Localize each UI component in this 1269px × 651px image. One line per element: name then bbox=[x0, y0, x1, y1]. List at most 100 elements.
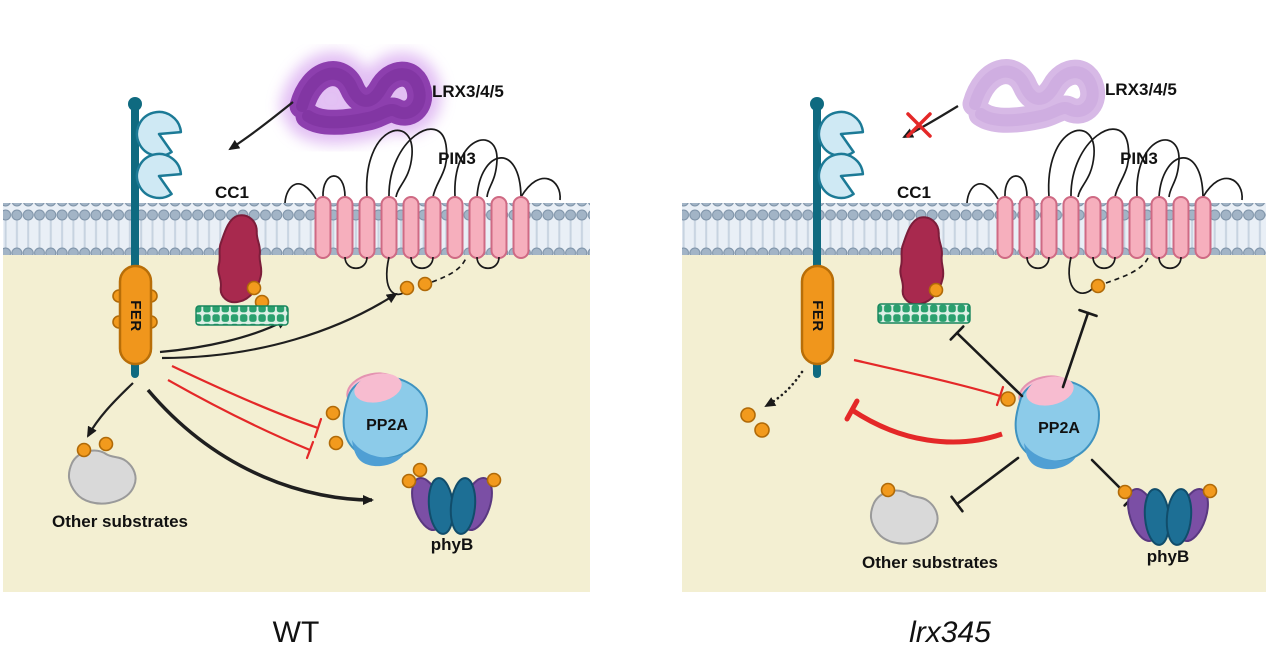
lrx-label: LRX3/4/5 bbox=[432, 82, 504, 101]
substrates-label: Other substrates bbox=[52, 512, 188, 531]
fer-tip bbox=[128, 97, 142, 111]
lrx-to-fer-arrow bbox=[228, 101, 294, 151]
lrx-label: LRX3/4/5 bbox=[1105, 80, 1177, 99]
pin3-helix bbox=[1128, 196, 1146, 259]
fer-ectodomain-2 bbox=[817, 152, 865, 200]
pin3-helix bbox=[468, 196, 486, 259]
pin3-helix bbox=[358, 196, 376, 259]
cc1-label: CC1 bbox=[215, 183, 249, 202]
pin3-helix bbox=[996, 196, 1014, 259]
fer-label: FER bbox=[809, 300, 826, 332]
pp2a-dephosphorylation-tbars bbox=[949, 308, 1139, 513]
cc1-label: CC1 bbox=[897, 183, 931, 202]
pin3-helix bbox=[446, 196, 464, 259]
phosphate-icon bbox=[399, 280, 415, 296]
fer-label: FER bbox=[127, 300, 144, 332]
pp2a-pink-top bbox=[1026, 376, 1074, 406]
substrates-label: Other substrates bbox=[862, 553, 998, 572]
lrx345-protein: LRX3/4/5 bbox=[280, 51, 504, 145]
phyb-dimer: phyB bbox=[401, 462, 502, 554]
fer-kinase-domain bbox=[800, 264, 835, 366]
pp2a-label: PP2A bbox=[366, 417, 408, 434]
cc1-protein: CC1 bbox=[897, 183, 945, 306]
cytoplasm-background bbox=[3, 228, 590, 592]
pin3-helix bbox=[1172, 196, 1190, 259]
pin3-helix bbox=[1106, 196, 1124, 259]
phosphate-icon bbox=[740, 407, 756, 423]
pin3-helix bbox=[424, 196, 442, 259]
pp2a-dark-lobe bbox=[352, 440, 404, 467]
fer-ectodomain-2 bbox=[135, 152, 183, 200]
pin3-helix bbox=[1084, 196, 1102, 259]
pp2a-label: PP2A bbox=[1038, 420, 1080, 437]
microtubule bbox=[877, 303, 971, 324]
substrate-body bbox=[869, 489, 939, 545]
fer-receptor: FER bbox=[800, 97, 865, 378]
pin3-label: PIN3 bbox=[1120, 149, 1158, 168]
phosphate-icon bbox=[880, 482, 896, 498]
phosphate-icon bbox=[417, 276, 433, 292]
fer-pp2a-inhibition bbox=[844, 358, 1005, 445]
phosphate-icon bbox=[246, 280, 262, 296]
pin3-helix bbox=[1150, 196, 1168, 259]
fer-receptor: FER bbox=[112, 97, 183, 378]
panel-lrx345: LRX3/4/5 FER CC1 bbox=[682, 59, 1266, 649]
phosphate-icon bbox=[328, 435, 344, 451]
phosphate-icon bbox=[1000, 391, 1016, 407]
fer-kinase-domain bbox=[118, 264, 153, 366]
pp2a-pink-top bbox=[354, 373, 402, 403]
pp2a-dark-lobe bbox=[1024, 443, 1076, 470]
other-substrates: Other substrates bbox=[52, 436, 188, 531]
fer-to-pin3-arrow bbox=[161, 292, 398, 360]
lrx-texture bbox=[296, 67, 426, 129]
phosphate-icon bbox=[486, 472, 502, 488]
fer-inhibits-pp2a bbox=[167, 365, 323, 460]
phyb-label: phyB bbox=[1147, 547, 1190, 566]
plasma-membrane bbox=[682, 203, 1266, 255]
pin3-helix bbox=[1194, 196, 1212, 259]
pp2a-complex: PP2A bbox=[1000, 375, 1101, 470]
phosphate-icon bbox=[1090, 278, 1106, 294]
pin3-helix bbox=[314, 196, 332, 259]
pin3-helix bbox=[1018, 196, 1036, 259]
phyb-teal-right bbox=[449, 477, 477, 535]
phosphate-icon bbox=[76, 442, 92, 458]
lrx-texture bbox=[969, 65, 1099, 127]
microtubule bbox=[195, 305, 289, 326]
phosphate-icon bbox=[1117, 484, 1133, 500]
cc1-body bbox=[217, 214, 263, 304]
panel-label-wt: WT bbox=[273, 616, 320, 649]
phyb-dimer: phyB bbox=[1117, 483, 1218, 566]
cc1-protein: CC1 bbox=[215, 183, 270, 310]
pin3-helix bbox=[336, 196, 354, 259]
panel-label-lrx345: lrx345 bbox=[909, 616, 991, 649]
phosphate-icon bbox=[1202, 483, 1218, 499]
pin3-label: PIN3 bbox=[438, 149, 476, 168]
panel-wt: LRX3/4/5 FER bbox=[3, 51, 590, 649]
fer-to-phyb-arrow bbox=[146, 388, 374, 505]
pin3-helix bbox=[1040, 196, 1058, 259]
fer-tip bbox=[810, 97, 824, 111]
red-x-icon bbox=[906, 112, 932, 138]
phosphate-icon bbox=[928, 282, 944, 298]
phosphate-icon bbox=[325, 405, 341, 421]
phyb-teal-right bbox=[1165, 488, 1193, 546]
fer-to-substrates-arrow bbox=[87, 382, 134, 438]
pin3-helix bbox=[512, 196, 530, 259]
tbar-to-pin3 bbox=[1061, 311, 1090, 389]
substrate-body bbox=[67, 449, 137, 505]
pp2a-complex: PP2A bbox=[325, 372, 429, 467]
fer-ectodomain-1 bbox=[817, 110, 865, 158]
pin3-helix bbox=[1062, 196, 1080, 259]
lrx345-protein-faded: LRX3/4/5 bbox=[962, 59, 1177, 133]
pin3-protein: PIN3 bbox=[284, 128, 561, 296]
fer-ectodomain-1 bbox=[135, 110, 183, 158]
phosphate-icon bbox=[412, 462, 428, 478]
pin3-helix bbox=[490, 196, 508, 259]
pin3-protein: PIN3 bbox=[966, 128, 1243, 294]
phosphate-icon bbox=[401, 473, 417, 489]
pin3-helix bbox=[402, 196, 420, 259]
phosphate-icon bbox=[754, 422, 770, 438]
